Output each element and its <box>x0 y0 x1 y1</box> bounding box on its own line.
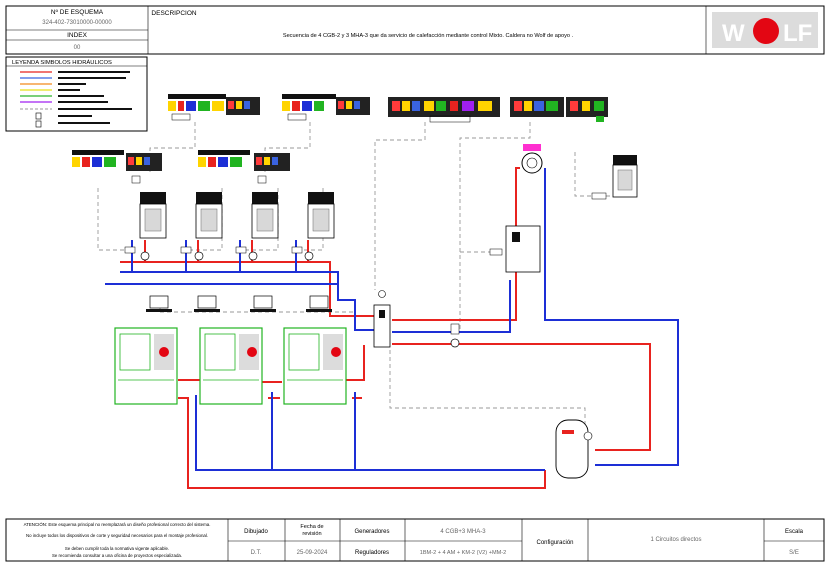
module-strip-2 <box>282 94 370 121</box>
mixing-circuit-pump <box>450 323 460 348</box>
legend-title: LEYENDA SIMBOLOS HIDRÁULICOS <box>12 59 112 66</box>
wolf-logo: W LF <box>712 12 818 48</box>
drawn-value: D.T. <box>251 550 262 556</box>
title-block-footer: ATENCIÓN: Este esquema principal no reem… <box>5 518 825 562</box>
regulators-label: Reguladores <box>355 550 389 556</box>
regulators-value: 1BM-2 + 4 AM + KM-2 (V2) +MM-2 <box>420 550 507 556</box>
scale-label: Escala <box>785 529 804 535</box>
index-value: 00 <box>74 45 81 51</box>
backup-boiler-icon <box>612 155 638 198</box>
pump-icon <box>194 251 204 261</box>
svg-text:LF: LF <box>783 20 812 47</box>
controller-icon <box>250 295 276 312</box>
svg-text:W: W <box>722 20 745 47</box>
heat-pump-icon <box>283 327 347 405</box>
mha-heat-pumps <box>114 327 347 405</box>
generators-value: 4 CGB+3 MHA-3 <box>440 529 486 535</box>
hydraulic-symbol-legend: LEYENDA SIMBOLOS HIDRÁULICOS <box>5 56 148 132</box>
heat-pump-icon <box>199 327 263 405</box>
controller-icon <box>306 295 332 312</box>
controller-icon <box>146 295 172 312</box>
scheme-number-label: Nº DE ESQUEMA <box>51 9 104 16</box>
configuration-value: 1 Circuitos directos <box>650 537 701 543</box>
generators-label: Generadores <box>354 529 389 535</box>
pump-icon <box>450 338 460 348</box>
description-label: DESCRIPCION <box>151 10 196 17</box>
boiler-icon <box>195 192 223 239</box>
warning-line-1: ATENCIÓN: Este esquema principal no reem… <box>24 522 211 527</box>
controller-module-strips <box>72 94 608 184</box>
controller-icon <box>194 295 220 312</box>
warning-line-3: Se deben cumplir toda la normativa vigen… <box>65 546 169 551</box>
drawn-label: Dibujado <box>244 529 268 535</box>
boiler-icon <box>251 192 279 239</box>
boiler-icon <box>139 192 167 239</box>
module-strip-4 <box>510 97 608 122</box>
return-piping <box>105 168 679 471</box>
module-strip-3 <box>388 97 500 123</box>
module-strip-1 <box>168 94 260 121</box>
boiler-icon <box>307 192 335 239</box>
legend-description-bars <box>58 71 132 124</box>
heat-pump-controllers <box>146 295 332 312</box>
expansion-vessel <box>521 144 607 200</box>
revision-value: 25-09-2024 <box>297 550 328 556</box>
module-strip-5 <box>72 150 162 184</box>
scale-value: S/E <box>789 550 799 556</box>
legend-swatch-lines <box>20 71 52 128</box>
configuration-label: Configuración <box>536 540 573 546</box>
warning-line-4: Se recomienda consultar a una oficina de… <box>52 553 182 558</box>
pump-icon <box>140 251 150 261</box>
cgb-boilers <box>139 155 638 239</box>
index-label: INDEX <box>67 32 88 39</box>
title-block-header: Nº DE ESQUEMA 324-402-73010000-00000 IND… <box>5 5 825 55</box>
scheme-number: 324-402-73010000-00000 <box>42 20 112 26</box>
module-strip-6 <box>198 150 290 184</box>
pump-icon <box>248 251 258 261</box>
plate-heat-exchanger <box>489 225 541 273</box>
scheme-description: Secuencia de 4 CGB-2 y 3 MHA-3 que da se… <box>283 33 574 39</box>
boiler-pumps <box>124 246 314 261</box>
heat-pump-icon <box>114 327 178 405</box>
pump-icon <box>304 251 314 261</box>
buffer-tank-icon <box>555 419 593 479</box>
hydraulic-separator-icon <box>373 290 391 348</box>
warning-line-2: No incluye todos los dispositivos de cor… <box>26 533 208 538</box>
